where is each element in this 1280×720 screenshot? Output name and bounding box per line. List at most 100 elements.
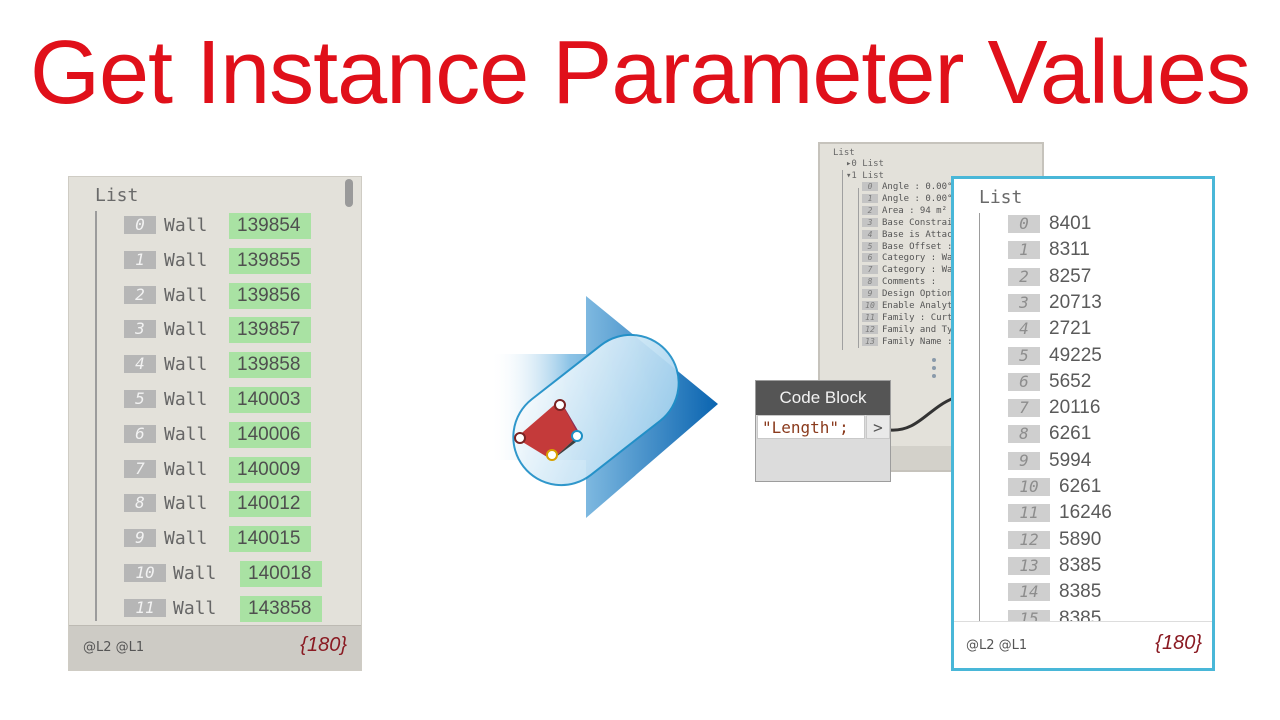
item-value: 140015 [229, 526, 311, 553]
item-index: 12 [1008, 530, 1050, 549]
item-text: Angle : 0.00° [882, 193, 953, 204]
item-index: 5 [862, 241, 878, 251]
item-value: 8401 [1049, 213, 1092, 234]
ellipsis-vertical-icon [932, 358, 936, 382]
item-label: Wall [173, 597, 217, 619]
item-value: 5890 [1059, 528, 1102, 550]
list-levels: @L2 @L1 [83, 640, 145, 655]
item-index: 10 [1008, 478, 1050, 496]
item-value: 143858 [240, 595, 322, 622]
item-value: 139855 [229, 247, 311, 274]
scrollbar-thumb[interactable] [345, 179, 353, 207]
list-label: List [979, 187, 1023, 208]
item-index: 8 [1008, 425, 1040, 444]
item-label: Wall [164, 423, 208, 445]
list-item[interactable]: 0 Angle : 0.00° [862, 182, 952, 194]
list-item[interactable]: 13 Family Name : [862, 336, 953, 349]
list-item[interactable]: 4 Base is Attach [862, 229, 958, 242]
item-text: Angle : 0.00° [882, 182, 953, 192]
list-item[interactable]: 1 Angle : 0.00° [862, 193, 953, 206]
item-index: 12 [862, 324, 878, 334]
item-index: 11 [862, 312, 878, 322]
node-title: Code Block [756, 381, 890, 415]
list-label: List [833, 148, 855, 158]
item-index: 2 [1008, 267, 1040, 286]
item-text: Family Name : [882, 336, 953, 347]
item-text: Category : Wa [882, 253, 953, 264]
item-index: 1 [862, 193, 878, 203]
item-label: Wall [164, 354, 208, 376]
list-tree-line [858, 188, 859, 348]
list-tree-line [979, 213, 980, 625]
item-label: Wall [164, 389, 208, 410]
item-index: 5 [1008, 346, 1040, 365]
item-index: 5 [124, 390, 156, 408]
item-value: 140012 [229, 491, 311, 518]
item-value: 140018 [240, 561, 322, 587]
watch-footer: @L2 @L1 {180} [69, 625, 361, 670]
connector-wire [889, 396, 955, 432]
item-index: 0 [124, 216, 156, 234]
item-value: 20116 [1049, 397, 1101, 419]
item-index: 7 [1008, 399, 1040, 418]
output-port[interactable]: > [866, 415, 890, 439]
item-text: Family and Ty [882, 324, 953, 335]
code-block-node[interactable]: Code Block "Length"; > [755, 380, 891, 482]
item-value: 139857 [229, 317, 311, 344]
item-index: 7 [124, 459, 156, 478]
item-index: 4 [1008, 320, 1040, 339]
item-index: 13 [862, 336, 878, 346]
item-index: 3 [1008, 293, 1040, 312]
item-index: 3 [862, 217, 878, 227]
list-item[interactable]: 12 Family and Ty [862, 324, 953, 337]
item-value: 2721 [1049, 318, 1092, 340]
item-value: 140003 [229, 387, 311, 413]
item-text: Design Option [882, 289, 953, 300]
item-label: Wall [164, 493, 208, 515]
item-index: 9 [1008, 451, 1040, 470]
sublist-1[interactable]: ▾1 List [846, 171, 884, 181]
list-item[interactable]: 11 Family : Curt [862, 312, 953, 325]
item-value: 8385 [1059, 554, 1102, 576]
item-label: Wall [164, 249, 208, 271]
item-index: 8 [124, 494, 156, 513]
sublist-0[interactable]: ▸0 List [846, 159, 884, 169]
list-tree-line [95, 211, 97, 621]
code-input[interactable]: "Length"; [757, 415, 865, 439]
item-value: 6261 [1059, 476, 1102, 497]
item-label: Wall [164, 319, 208, 341]
item-label: Wall [164, 215, 208, 236]
item-value: 139858 [229, 352, 311, 379]
item-index: 13 [1008, 556, 1050, 575]
item-text: Base Constrain [882, 217, 958, 228]
item-index: 11 [1008, 504, 1050, 523]
item-value: 49225 [1049, 344, 1102, 366]
item-label: Wall [164, 284, 208, 306]
item-index: 4 [124, 355, 156, 374]
item-text: Family : Curt [882, 312, 953, 323]
watch-footer: @L2 @L1 {180} [954, 621, 1212, 668]
dynamo-logo-icon [490, 296, 718, 518]
list-item[interactable]: 3 Base Constrain [862, 217, 958, 230]
item-text: Area : 94 m² [882, 205, 948, 216]
item-index: 0 [862, 182, 878, 191]
list-levels: @L2 @L1 [966, 638, 1028, 653]
item-index: 6 [124, 424, 156, 443]
item-index: 9 [124, 529, 156, 548]
item-index: 10 [862, 301, 878, 310]
item-value: 140009 [229, 456, 311, 483]
item-index: 4 [862, 229, 878, 239]
item-count: {180} [1155, 632, 1202, 654]
item-text: Base is Attach [882, 229, 958, 240]
item-value: 5994 [1049, 449, 1092, 471]
item-value: 139856 [229, 282, 311, 309]
